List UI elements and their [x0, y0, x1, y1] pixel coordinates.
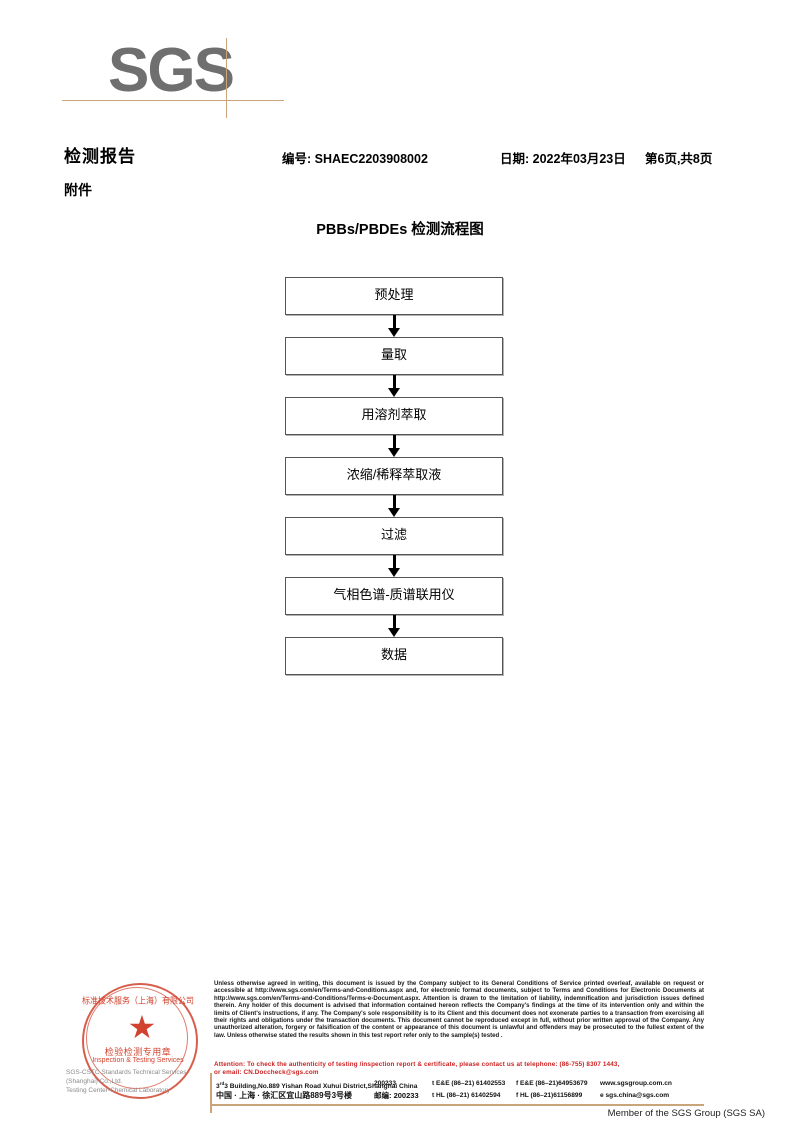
- flow-step-box: 数据: [285, 637, 503, 675]
- flow-step-box: 过滤: [285, 517, 503, 555]
- flow-step-box: 量取: [285, 337, 503, 375]
- legal-disclaimer-text: Unless otherwise agreed in writing, this…: [214, 980, 704, 1039]
- sgs-logo: SGS: [62, 36, 348, 118]
- flow-step-box: 浓缩/稀释萃取液: [285, 457, 503, 495]
- stamp-english-text: Inspection & Testing Services: [92, 1057, 184, 1064]
- flowchart-title: PBBs/PBDEs 检测流程图: [316, 222, 484, 238]
- footer-vertical-divider: [210, 1073, 212, 1113]
- fax-ee: f E&E (86–21)64953679: [516, 1080, 588, 1087]
- address-cn: 中国 · 上海 · 徐汇区宜山路889号3号楼: [216, 1091, 353, 1100]
- flow-arrow-down-icon: [285, 495, 503, 517]
- flow-arrow-down-icon: [285, 375, 503, 397]
- attention-line-1: Attention: To check the authenticity of …: [214, 1061, 620, 1068]
- address-contact-block: 3rd3 Building,No.889 Yishan Road Xuhui D…: [216, 1078, 706, 1102]
- flowchart: 预处理 量取 用溶剂萃取 浓缩/稀释萃取液 过滤 气相色谱-质谱联用仪 数据: [285, 277, 503, 675]
- attention-notice: Attention: To check the authenticity of …: [214, 1061, 704, 1077]
- website-link[interactable]: www.sgsgroup.com.cn: [600, 1080, 672, 1087]
- logo-wordmark: SGS: [108, 36, 235, 105]
- report-date: 日期: 2022年03月23日: [500, 152, 626, 166]
- address-row-cn: 中国 · 上海 · 徐汇区宜山路889号3号楼 邮编: 200233 t HL …: [216, 1090, 706, 1102]
- page-title: 检测报告: [64, 147, 136, 166]
- fax-hl: f HL (86–21)61156899: [516, 1092, 583, 1099]
- company-name-en: SGS-CSTC Standards Technical Services (S…: [66, 1069, 187, 1085]
- company-lab-name: Testing Center-Chemical Laboratory: [66, 1087, 171, 1094]
- stamp-outer-ring: [82, 983, 198, 1099]
- address-row-en: 3rd3 Building,No.889 Yishan Road Xuhui D…: [216, 1078, 706, 1090]
- tel-hl: t HL (86–21) 61402594: [432, 1092, 501, 1099]
- logo-horizontal-rule: [62, 100, 284, 101]
- postcode-en: 200233: [374, 1080, 397, 1087]
- member-of-group-text: Member of the SGS Group (SGS SA): [607, 1108, 765, 1119]
- address-en-text: 3 Building,No.889 Yishan Road Xuhui Dist…: [224, 1083, 418, 1091]
- flow-step-box: 用溶剂萃取: [285, 397, 503, 435]
- attachment-label: 附件: [64, 182, 92, 198]
- flow-arrow-down-icon: [285, 555, 503, 577]
- flow-arrow-down-icon: [285, 615, 503, 637]
- stamp-inner-ring: [86, 987, 188, 1089]
- logo-vertical-rule: [226, 38, 227, 118]
- tel-ee: t E&E (86–21) 61402553: [432, 1080, 506, 1087]
- page-footer: 标准技术服务（上海）有限公司 ★ 检验检测专用章 Inspection & Te…: [0, 975, 800, 1131]
- stamp-chinese-text: 检验检测专用章: [104, 1047, 172, 1057]
- postcode-cn: 邮编: 200233: [374, 1090, 419, 1102]
- footer-horizontal-divider: [210, 1104, 704, 1106]
- postcode-cn-label: 邮编:: [374, 1091, 392, 1100]
- company-seal-stamp: 标准技术服务（上海）有限公司 ★ 检验检测专用章 Inspection & Te…: [82, 983, 202, 1103]
- flow-arrow-down-icon: [285, 435, 503, 457]
- report-number: 编号: SHAEC2203908002: [282, 152, 428, 166]
- flow-step-box: 气相色谱-质谱联用仪: [285, 577, 503, 615]
- star-icon: ★: [127, 1009, 157, 1045]
- company-name-block: SGS-CSTC Standards Technical Services (S…: [66, 1068, 216, 1095]
- attention-line-2: or email: CN.Doccheck@sgs.com: [214, 1069, 319, 1076]
- flow-arrow-down-icon: [285, 315, 503, 337]
- address-ordinal-suffix: rd: [219, 1081, 225, 1086]
- flow-step-box: 预处理: [285, 277, 503, 315]
- email-link[interactable]: e sgs.china@sgs.com: [600, 1092, 670, 1099]
- address-en: 3rd3 Building,No.889 Yishan Road Xuhui D…: [216, 1081, 418, 1091]
- page-number: 第6页,共8页: [645, 152, 713, 166]
- stamp-arc-text: 标准技术服务（上海）有限公司: [82, 995, 194, 1006]
- postcode-cn-value: 200233: [393, 1091, 419, 1100]
